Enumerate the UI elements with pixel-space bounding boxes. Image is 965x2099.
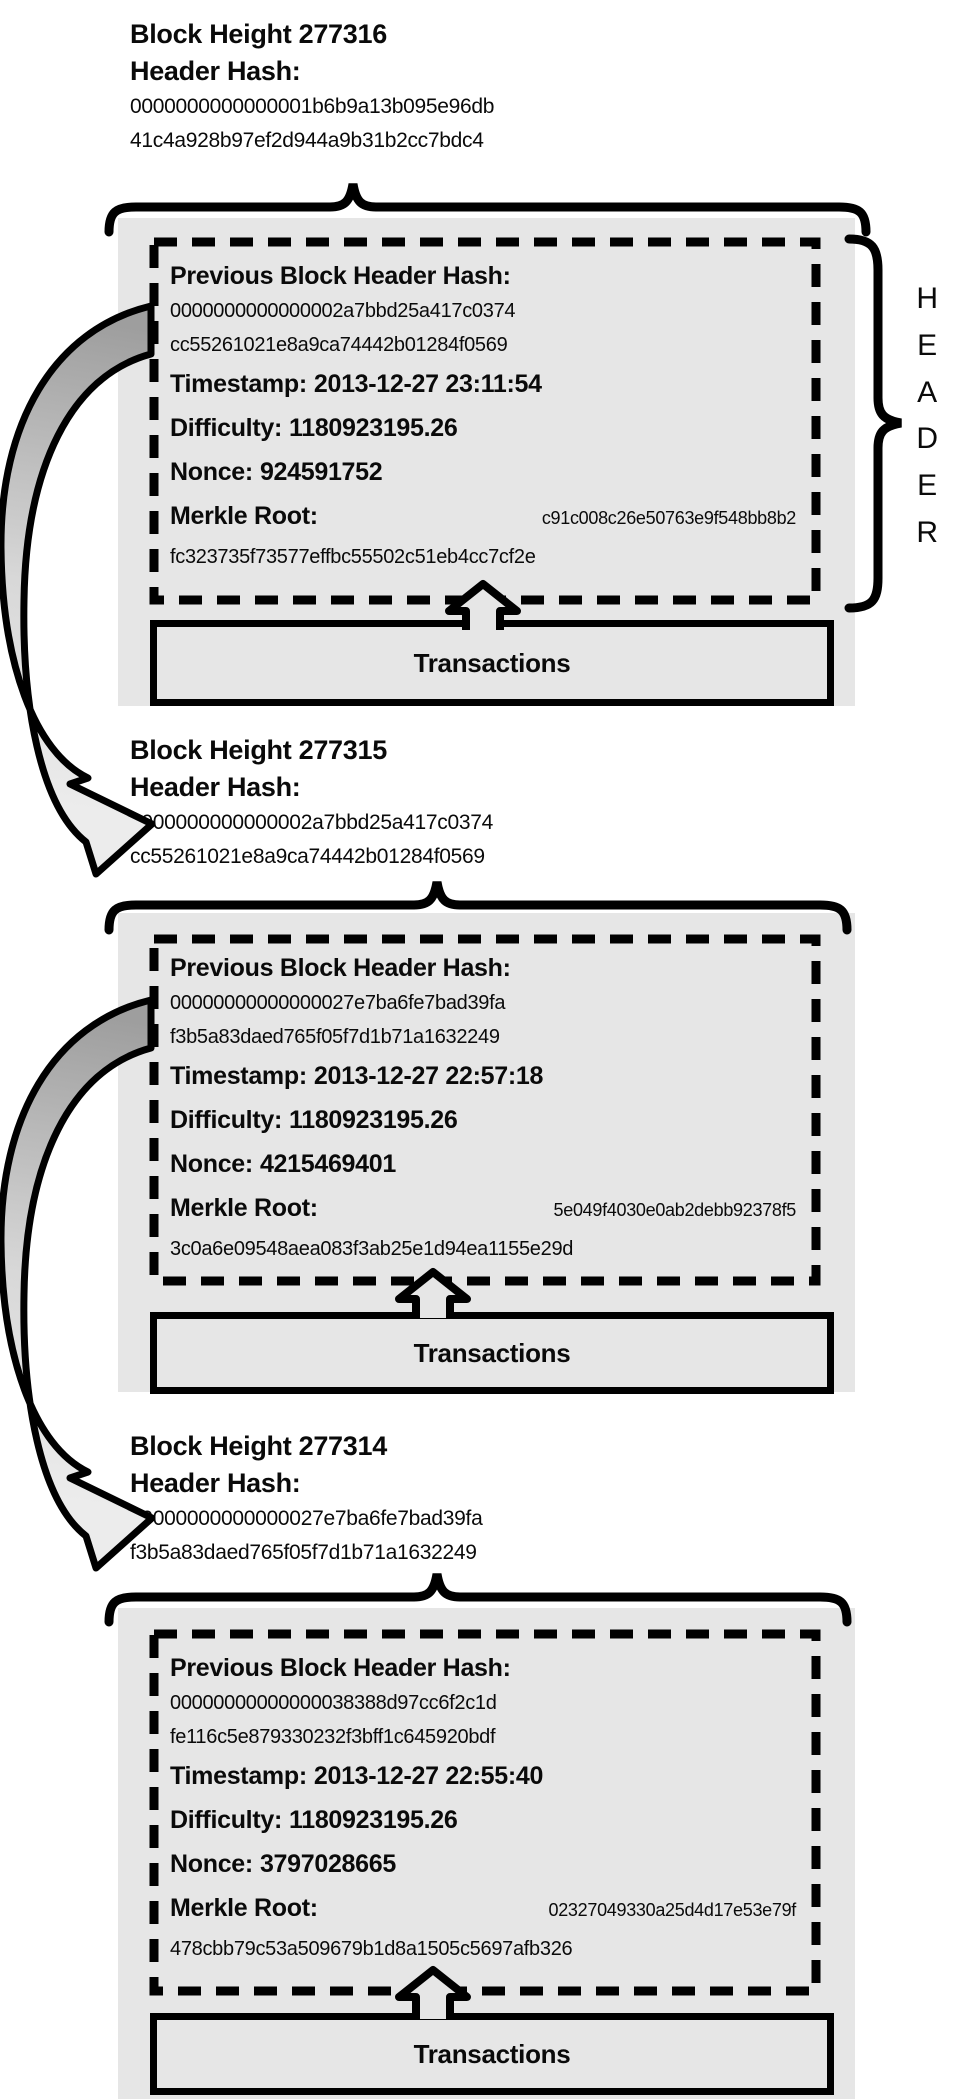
previous-hash-line2: fe116c5e879330232f3bff1c645920bdf <box>170 1726 496 1748</box>
timestamp-field: Timestamp:2013-12-27 22:57:18 <box>170 1054 800 1098</box>
timestamp-label: Timestamp: <box>170 1062 307 1090</box>
merkle-root-line1: 02327049330a25d4d17e53e79f <box>548 1900 797 1920</box>
merkle-root-label: Merkle Root: <box>170 1194 318 1222</box>
header-letter: D <box>916 422 938 456</box>
nonce-field: Nonce:3797028665 <box>170 1842 800 1886</box>
difficulty-field: Difficulty:1180923195.26 <box>170 1798 800 1842</box>
header-hash-line2: f3b5a83daed765f05f7d1b71a1632249 <box>130 1541 477 1564</box>
timestamp-value: 2013-12-27 23:11:54 <box>313 370 542 398</box>
nonce-value: 4215469401 <box>259 1150 396 1178</box>
header-letter: A <box>917 375 937 409</box>
merkle-root-line1: c91c008c26e50763e9f548bb8b2 <box>541 508 796 528</box>
block-header-fields-277316: Previous Block Header Hash: 000000000000… <box>170 258 800 574</box>
merkle-root-row: Merkle Root: 5e049f4030e0ab2debb92378f5 <box>170 1186 800 1232</box>
nonce-label: Nonce: <box>170 1150 253 1178</box>
difficulty-label: Difficulty: <box>170 414 282 442</box>
transactions-box-277315: Transactions <box>150 1312 834 1394</box>
transactions-label: Transactions <box>413 2038 571 2069</box>
merkle-root-label: Merkle Root: <box>170 1894 318 1922</box>
transactions-box-277314: Transactions <box>150 2013 834 2095</box>
merkle-root-row: Merkle Root: 02327049330a25d4d17e53e79f <box>170 1886 800 1932</box>
difficulty-value: 1180923195.26 <box>288 1106 458 1134</box>
nonce-field: Nonce:4215469401 <box>170 1142 800 1186</box>
nonce-label: Nonce: <box>170 1850 253 1878</box>
header-hash-line2: 41c4a928b97ef2d944a9b31b2cc7bdc4 <box>130 129 484 152</box>
nonce-value: 3797028665 <box>259 1850 396 1878</box>
block-label-277315: Block Height 277315 Header Hash: 0000000… <box>130 732 493 874</box>
header-hash-line1: 0000000000000002a7bbd25a417c0374 <box>130 811 493 834</box>
merkle-root-row: Merkle Root: c91c008c26e50763e9f548bb8b2 <box>170 494 800 540</box>
header-hash-title: Header Hash: <box>130 772 301 802</box>
difficulty-field: Difficulty:1180923195.26 <box>170 406 800 450</box>
merkle-root-line2: fc323735f73577effbc55502c51eb4cc7cf2e <box>170 546 536 568</box>
header-annotation: H E A D E R <box>912 283 942 549</box>
header-letter: H <box>916 282 938 315</box>
header-hash-title: Header Hash: <box>130 1468 301 1498</box>
header-brace <box>844 234 902 613</box>
difficulty-field: Difficulty:1180923195.26 <box>170 1098 800 1142</box>
block-header-fields-277315: Previous Block Header Hash: 000000000000… <box>170 950 800 1266</box>
merkle-root-line1: 5e049f4030e0ab2debb92378f5 <box>553 1200 797 1220</box>
difficulty-value: 1180923195.26 <box>288 414 458 442</box>
timestamp-label: Timestamp: <box>170 1762 307 1790</box>
block-label-277314: Block Height 277314 Header Hash: 0000000… <box>130 1428 483 1570</box>
previous-hash-label: Previous Block Header Hash: <box>170 954 511 982</box>
previous-hash-line1: 00000000000000027e7ba6fe7bad39fa <box>170 992 506 1014</box>
timestamp-field: Timestamp:2013-12-27 23:11:54 <box>170 362 800 406</box>
difficulty-label: Difficulty: <box>170 1806 282 1834</box>
header-letter: E <box>917 469 937 503</box>
previous-hash-line1: 00000000000000038388d97cc6f2c1d <box>170 1692 497 1714</box>
previous-hash-line2: f3b5a83daed765f05f7d1b71a1632249 <box>170 1026 500 1048</box>
block-header-fields-277314: Previous Block Header Hash: 000000000000… <box>170 1650 800 1966</box>
difficulty-label: Difficulty: <box>170 1106 282 1134</box>
transactions-label: Transactions <box>413 1337 571 1368</box>
header-hash-line1: 0000000000000001b6b9a13b095e96db <box>130 95 495 118</box>
merkle-root-label: Merkle Root: <box>170 502 318 530</box>
header-hash-line2: cc55261021e8a9ca74442b01284f0569 <box>130 845 485 868</box>
transactions-label: Transactions <box>413 647 571 678</box>
previous-hash-label: Previous Block Header Hash: <box>170 262 511 290</box>
transactions-box-277316: Transactions <box>150 620 834 706</box>
merkle-root-line2: 3c0a6e09548aea083f3ab25e1d94ea1155e29d <box>170 1238 574 1260</box>
block-height-text: Block Height 277315 <box>130 735 387 765</box>
timestamp-field: Timestamp:2013-12-27 22:55:40 <box>170 1754 800 1798</box>
header-letter: R <box>916 515 938 549</box>
header-letter: E <box>917 328 937 362</box>
header-hash-title: Header Hash: <box>130 56 301 86</box>
block-height-text: Block Height 277316 <box>130 19 387 49</box>
nonce-label: Nonce: <box>170 458 253 486</box>
nonce-value: 924591752 <box>259 458 383 486</box>
timestamp-label: Timestamp: <box>170 370 307 398</box>
timestamp-value: 2013-12-27 22:55:40 <box>313 1762 544 1790</box>
previous-hash-label: Previous Block Header Hash: <box>170 1654 511 1682</box>
block-height-text: Block Height 277314 <box>130 1431 387 1461</box>
block-label-277316: Block Height 277316 Header Hash: 0000000… <box>130 16 494 158</box>
header-hash-line1: 00000000000000027e7ba6fe7bad39fa <box>130 1507 483 1530</box>
previous-hash-line2: cc55261021e8a9ca74442b01284f0569 <box>170 334 508 356</box>
timestamp-value: 2013-12-27 22:57:18 <box>313 1062 544 1090</box>
merkle-root-line2: 478cbb79c53a509679b1d8a1505c5697afb326 <box>170 1938 573 1960</box>
difficulty-value: 1180923195.26 <box>288 1806 458 1834</box>
previous-hash-line1: 0000000000000002a7bbd25a417c0374 <box>170 300 516 322</box>
nonce-field: Nonce:924591752 <box>170 450 800 494</box>
